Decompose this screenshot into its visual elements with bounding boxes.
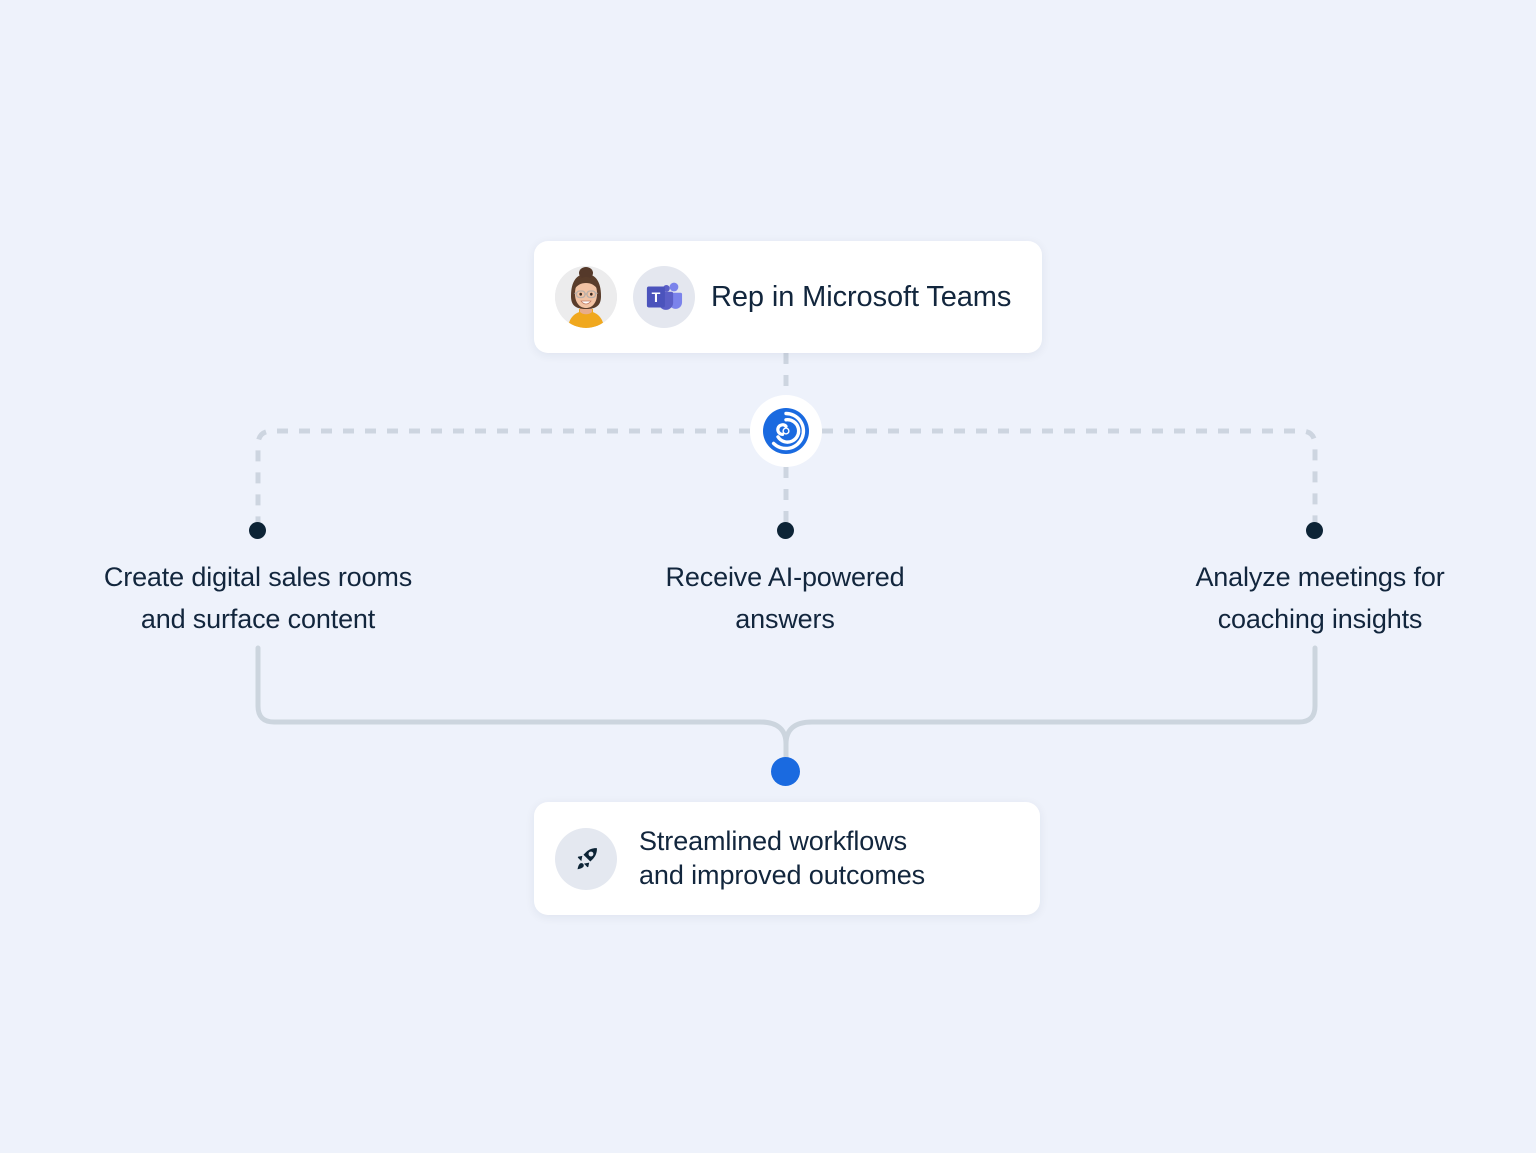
- branch-node-right: [1306, 522, 1323, 539]
- dashed-bus-right: [822, 428, 1318, 522]
- svg-text:T: T: [652, 290, 661, 306]
- top-card-title: Rep in Microsoft Teams: [711, 280, 1012, 313]
- highspot-spiral-logo: [750, 395, 822, 467]
- microsoft-teams-icon: T: [633, 266, 695, 328]
- merge-node: [771, 757, 800, 786]
- branch-node-left: [249, 522, 266, 539]
- top-card[interactable]: T Rep in Microsoft Teams: [534, 241, 1042, 353]
- bottom-card-title: Streamlined workflows and improved outco…: [639, 826, 926, 890]
- branch-label-middle: Receive AI-powered answers: [665, 562, 905, 634]
- dashed-bus-left: [255, 428, 750, 522]
- avatar: [555, 266, 617, 328]
- branch-label-right: Analyze meetings for coaching insights: [1195, 562, 1445, 634]
- solid-merge-right: [783, 645, 1318, 769]
- rocket-icon: [555, 827, 617, 890]
- solid-merge-left: [255, 645, 789, 769]
- branch-node-middle: [777, 522, 794, 539]
- branch-label-left: Create digital sales rooms and surface c…: [103, 562, 413, 634]
- bottom-card[interactable]: Streamlined workflows and improved outco…: [534, 802, 1040, 915]
